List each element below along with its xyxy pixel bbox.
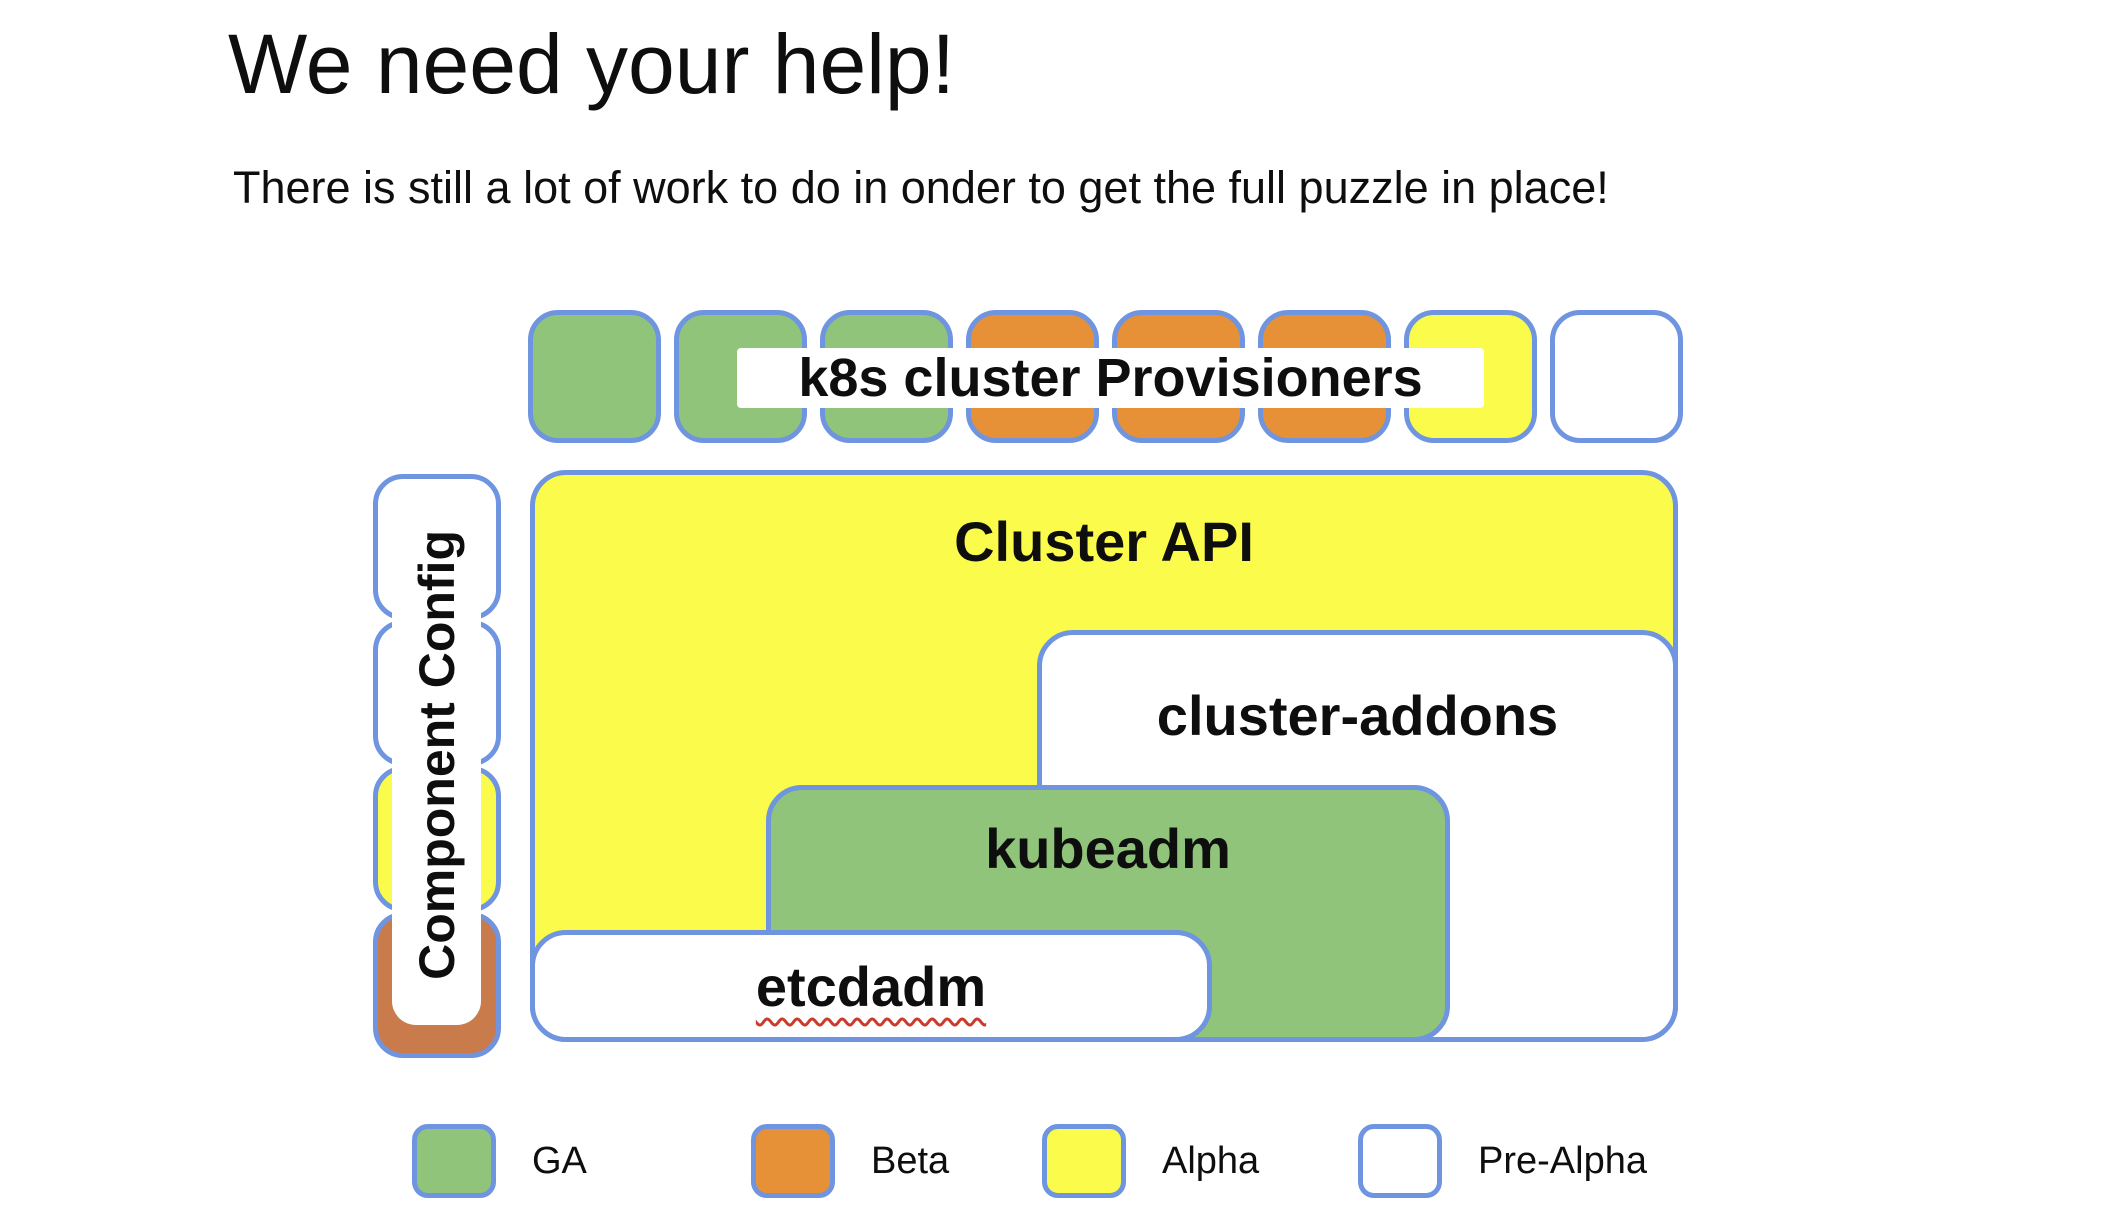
legend-label: Alpha [1162, 1139, 1260, 1182]
component-config-label-text: Component Config [408, 529, 465, 980]
kubeadm-label: kubeadm [985, 817, 1231, 880]
legend-label: GA [532, 1139, 587, 1182]
legend-swatch-beta [751, 1124, 835, 1198]
legend-item-alpha: Alpha [1042, 1124, 1259, 1198]
slide-title: We need your help! [228, 17, 955, 111]
provisioner-square-8-pre-alpha [1550, 310, 1683, 443]
legend-label: Pre-Alpha [1478, 1139, 1647, 1182]
legend-swatch-ga [412, 1124, 496, 1198]
etcdadm-label: etcdadm [755, 954, 987, 1018]
legend-swatch-pre-alpha [1358, 1124, 1442, 1198]
legend-label: Beta [871, 1139, 950, 1182]
cluster-addons-label: cluster-addons [1156, 684, 1559, 747]
cluster-api-label: Cluster API [954, 510, 1254, 573]
component-config-label: Component Config [392, 484, 481, 1025]
slide-subtitle: There is still a lot of work to do in on… [233, 162, 1609, 213]
legend-item-ga: GA [412, 1124, 587, 1198]
provisioners-label: k8s cluster Provisioners [737, 348, 1484, 408]
provisioner-square-1-ga [528, 310, 661, 443]
legend-item-beta: Beta [751, 1124, 949, 1198]
legend-swatch-alpha [1042, 1124, 1126, 1198]
legend-item-pre-alpha: Pre-Alpha [1358, 1124, 1647, 1198]
etcdadm-box: etcdadm [530, 930, 1212, 1042]
